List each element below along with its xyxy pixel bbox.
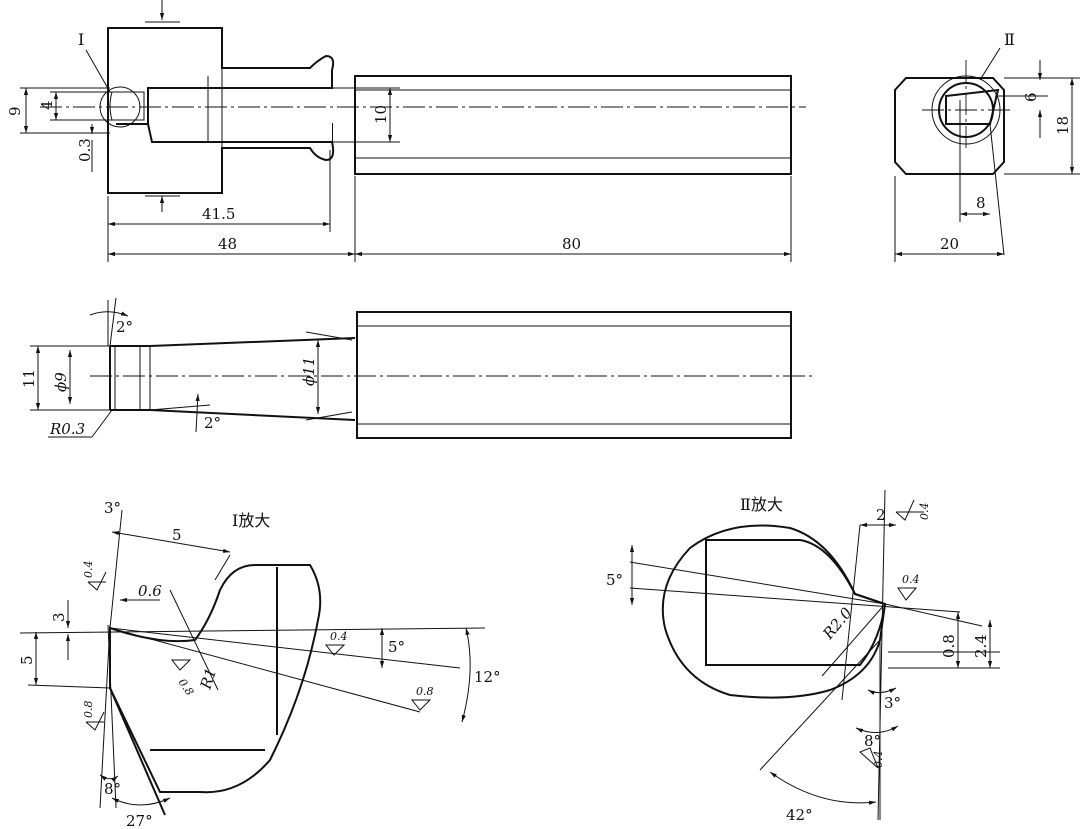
dim-5-top: 5 xyxy=(172,526,182,544)
shank xyxy=(354,75,792,175)
dim-0-6: 0.6 xyxy=(138,582,162,600)
angle-8-II: 8° xyxy=(864,732,881,750)
dim-41-5: 41.5 xyxy=(202,205,235,223)
angle-3-II: 3° xyxy=(884,694,901,712)
side-view: 2° 2° 11 ϕ9 ϕ11 R0.3 xyxy=(20,297,816,439)
detail-II-profile xyxy=(661,524,887,699)
roughness-0-8-left: 0.8 xyxy=(82,701,95,719)
detail-I-profile xyxy=(109,564,322,794)
side-view-shank xyxy=(356,311,792,439)
angle-3: 3° xyxy=(104,499,121,517)
angle-5-II: 5° xyxy=(606,571,623,589)
dim-2-4: 2.4 xyxy=(972,634,990,658)
roughness-0-4-left: 0.4 xyxy=(82,561,95,579)
dim-18: 18 xyxy=(1054,116,1072,135)
end-view-outline xyxy=(894,77,1005,175)
dim-8: 8 xyxy=(976,194,986,212)
dim-10: 10 xyxy=(372,105,390,124)
end-view: Ⅱ 18 6 8 20 xyxy=(894,30,1080,262)
roughness-0-4-bot: 0.4 xyxy=(872,751,885,769)
label-I: Ⅰ xyxy=(78,30,84,49)
detail-II-title: Ⅱ放大 xyxy=(740,495,783,514)
dim-phi9: ϕ9 xyxy=(52,372,70,392)
roughness-0-8-mid: 0.8 xyxy=(176,676,197,698)
angle-27: 27° xyxy=(126,812,153,829)
angle-42: 42° xyxy=(786,806,813,824)
roughness-0-4-top: 0.4 xyxy=(918,503,931,521)
dim-phi11: ϕ11 xyxy=(300,357,318,386)
detail-I-title: Ⅰ放大 xyxy=(232,511,270,530)
roughness-0-4-mid: 0.4 xyxy=(902,573,920,586)
dim-2: 2 xyxy=(876,506,886,524)
angle-5: 5° xyxy=(388,638,405,656)
dim-9: 9 xyxy=(6,106,24,116)
dim-48: 48 xyxy=(218,235,237,253)
detail-I: Ⅰ放大 3° 5 0.6 3 5 R1 5° 12° 8° 27° xyxy=(18,499,501,829)
roughness-0-8-right: 0.8 xyxy=(416,685,434,698)
dim-3: 3 xyxy=(50,612,68,622)
roughness-0-4-right: 0.4 xyxy=(330,630,348,643)
dim-20: 20 xyxy=(940,235,959,253)
angle-2-top: 2° xyxy=(116,318,133,336)
detail-II: Ⅱ放大 2 5° R2.0 0.8 2.4 3° 8° 42° 0.4 0.4 xyxy=(606,489,1000,824)
radius-r1: R1 xyxy=(196,666,220,692)
dim-5-left: 5 xyxy=(18,655,36,665)
dim-0-3: 0.3 xyxy=(76,138,94,162)
dim-6: 6 xyxy=(1022,92,1040,102)
dim-r0-3: R0.3 xyxy=(49,420,85,438)
bore-region xyxy=(148,88,332,142)
label-II: Ⅱ xyxy=(1004,30,1015,49)
dim-4: 4 xyxy=(38,100,56,110)
dim-0-8: 0.8 xyxy=(940,634,958,658)
angle-12: 12° xyxy=(474,668,501,686)
dim-80: 80 xyxy=(562,235,581,253)
angle-8: 8° xyxy=(104,780,121,798)
angle-2-bottom: 2° xyxy=(204,414,221,432)
top-view: Ⅰ 9 4 0.3 10 41.5 48 80 xyxy=(6,0,806,262)
dim-11: 11 xyxy=(20,369,38,388)
